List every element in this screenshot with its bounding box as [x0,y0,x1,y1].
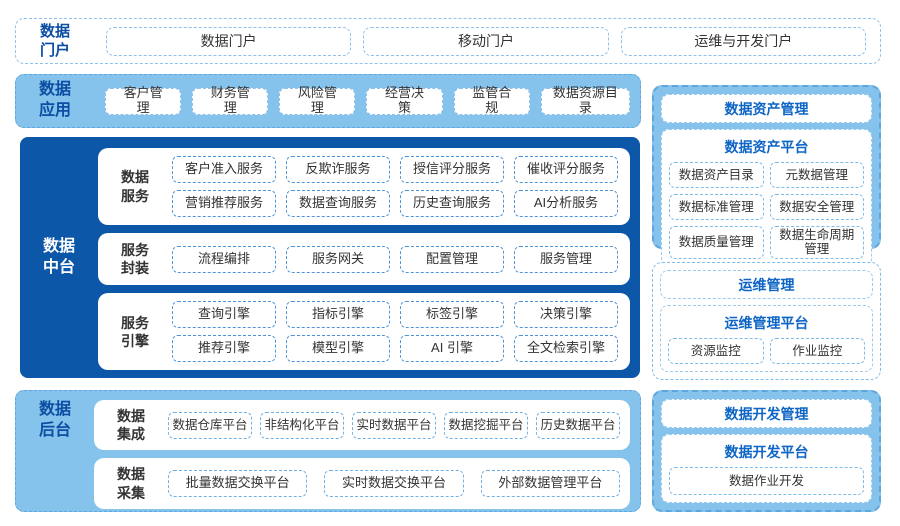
service-box: 授信评分服务 [400,156,504,183]
service-wrapper-panel: 服务 封装 流程编排服务网关配置管理服务管理 [98,233,630,286]
asset-box: 数据生命周期管理 [769,226,864,259]
data-asset-management-header: 数据资产管理 [661,94,872,123]
data-service-label: 数据 服务 [121,169,149,204]
ops-management-section: 运维管理 运维管理平台 资源监控作业监控 [652,262,881,380]
integration-box: 数据仓库平台 [168,411,252,439]
service-wrapper-label: 服务 封装 [121,242,149,277]
asset-box: 元数据管理 [769,162,864,188]
integration-box: 实时数据平台 [352,411,436,439]
integration-box: 历史数据平台 [536,411,620,439]
portal-box: 移动门户 [363,26,609,56]
middle-platform-groups: 数据 服务 客户准入服务反欺诈服务授信评分服务催收评分服务 营销推荐服务数据查询… [98,148,630,371]
service-box: 数据查询服务 [286,190,390,217]
portal-layer-container: 数据 门户 数据门户移动门户运维与开发门户 [15,18,881,64]
engine-box-row: 推荐引擎模型引擎 AI 引擎全文检索引擎 [172,335,618,363]
wrapper-box: 配置管理 [400,245,504,273]
service-box: 反欺诈服务 [286,156,390,183]
service-box-row: 客户准入服务反欺诈服务授信评分服务催收评分服务 [172,156,618,183]
integration-box-row: 数据仓库平台非结构化平台实时数据平台数据挖掘平台历史数据平台 [168,411,620,439]
service-engine-label: 服务 引擎 [121,314,149,349]
data-asset-platform-panel: 数据资产平台 数据资产目录元数据管理数据标准管理数据安全管理数据质量管理数据生命… [661,129,872,267]
ops-box-grid: 资源监控作业监控 [668,338,865,364]
service-box: AI分析服务 [514,190,618,217]
ops-box: 资源监控 [668,338,764,364]
service-box: 历史查询服务 [400,190,504,217]
data-asset-platform-title: 数据资产平台 [724,139,809,155]
ops-platform-panel: 运维管理平台 资源监控作业监控 [660,305,873,372]
data-backend-container: 数据 后台 数据 集成 数据仓库平台非结构化平台实时数据平台数据挖掘平台历史数据… [15,390,641,512]
service-wrapper-rows: 流程编排服务网关配置管理服务管理 [172,245,618,273]
engine-box: 查询引擎 [172,301,276,329]
wrapper-box: 流程编排 [172,245,276,273]
data-integration-rows: 数据仓库平台非结构化平台实时数据平台数据挖掘平台历史数据平台 [168,411,620,439]
portal-layer-label: 数据 门户 [39,22,70,60]
service-box: 催收评分服务 [514,156,618,183]
portal-box: 数据门户 [106,26,352,56]
data-asset-management-section: 数据资产管理 数据资产平台 数据资产目录元数据管理数据标准管理数据安全管理数据质… [652,85,881,267]
collection-box: 批量数据交换平台 [168,470,308,498]
data-application-container: 数据 应用 客户管理财务管理风险管理经营决策监管合规数据资源目录 [15,74,641,128]
collection-box: 实时数据交换平台 [324,470,464,498]
engine-box: 决策引擎 [514,301,618,329]
data-integration-panel: 数据 集成 数据仓库平台非结构化平台实时数据平台数据挖掘平台历史数据平台 [94,400,630,451]
application-box: 监管合规 [453,85,530,115]
dev-box-grid: 数据作业开发 [669,467,864,495]
service-box: 客户准入服务 [172,156,276,183]
data-dev-platform-title: 数据开发平台 [724,444,809,460]
wrapper-box: 服务网关 [286,245,390,273]
wrapper-box-row: 流程编排服务网关配置管理服务管理 [172,245,618,273]
service-engine-rows: 查询引擎指标引擎标签引擎决策引擎 推荐引擎模型引擎 AI 引擎全文检索引擎 [172,301,618,363]
data-integration-label: 数据 集成 [117,408,145,443]
service-box: 营销推荐服务 [172,190,276,217]
application-box: 经营决策 [366,85,443,115]
application-box: 风险管理 [279,85,356,115]
data-collection-rows: 批量数据交换平台实时数据交换平台外部数据管理平台 [168,470,620,498]
asset-box: 数据标准管理 [669,194,764,220]
application-box: 客户管理 [105,85,182,115]
application-box: 财务管理 [192,85,269,115]
dev-box: 数据作业开发 [669,467,864,495]
data-middle-platform-container: 数据 中台 数据 服务 客户准入服务反欺诈服务授信评分服务催收评分服务 营销推荐… [20,137,640,378]
engine-box: 推荐引擎 [172,335,276,363]
asset-box: 数据资产目录 [669,162,764,188]
engine-box: AI 引擎 [400,335,504,363]
integration-box: 非结构化平台 [260,411,344,439]
ops-platform-title: 运维管理平台 [724,315,809,331]
integration-box: 数据挖掘平台 [444,411,528,439]
engine-box: 模型引擎 [286,335,390,363]
collection-box: 外部数据管理平台 [480,470,620,498]
service-engine-panel: 服务 引擎 查询引擎指标引擎标签引擎决策引擎 推荐引擎模型引擎 AI 引擎全文检索… [98,293,630,371]
data-service-rows: 客户准入服务反欺诈服务授信评分服务催收评分服务 营销推荐服务数据查询服务历史查询… [172,156,618,217]
ops-box: 作业监控 [769,338,865,364]
backend-groups: 数据 集成 数据仓库平台非结构化平台实时数据平台数据挖掘平台历史数据平台 数据 … [94,400,630,509]
data-dev-platform-panel: 数据开发平台 数据作业开发 [661,434,872,503]
portal-box: 运维与开发门户 [620,26,866,56]
portal-button-row: 数据门户移动门户运维与开发门户 [106,26,866,56]
engine-box-row: 查询引擎指标引擎标签引擎决策引擎 [172,301,618,329]
data-dev-management-header: 数据开发管理 [661,399,872,428]
collection-box-row: 批量数据交换平台实时数据交换平台外部数据管理平台 [168,470,620,498]
data-collection-panel: 数据 采集 批量数据交换平台实时数据交换平台外部数据管理平台 [94,458,630,509]
engine-box: 标签引擎 [400,301,504,329]
data-middle-platform-label: 数据 中台 [42,237,75,276]
wrapper-box: 服务管理 [514,245,618,273]
data-dev-management-section: 数据开发管理 数据开发平台 数据作业开发 [652,390,881,512]
application-box: 数据资源目录 [540,85,630,115]
engine-box: 全文检索引擎 [514,335,618,363]
engine-box: 指标引擎 [286,301,390,329]
data-service-panel: 数据 服务 客户准入服务反欺诈服务授信评分服务催收评分服务 营销推荐服务数据查询… [98,148,630,225]
asset-box: 数据安全管理 [769,194,864,220]
application-box-row: 客户管理财务管理风险管理经营决策监管合规数据资源目录 [105,85,630,115]
asset-box: 数据质量管理 [669,226,764,259]
data-application-label: 数据 应用 [38,81,71,119]
asset-box-grid: 数据资产目录元数据管理数据标准管理数据安全管理数据质量管理数据生命周期管理 [669,162,864,259]
data-collection-label: 数据 采集 [117,466,145,501]
data-backend-label: 数据 后台 [38,401,71,439]
ops-management-header: 运维管理 [660,270,873,299]
service-box-row: 营销推荐服务数据查询服务历史查询服务 AI分析服务 [172,190,618,217]
